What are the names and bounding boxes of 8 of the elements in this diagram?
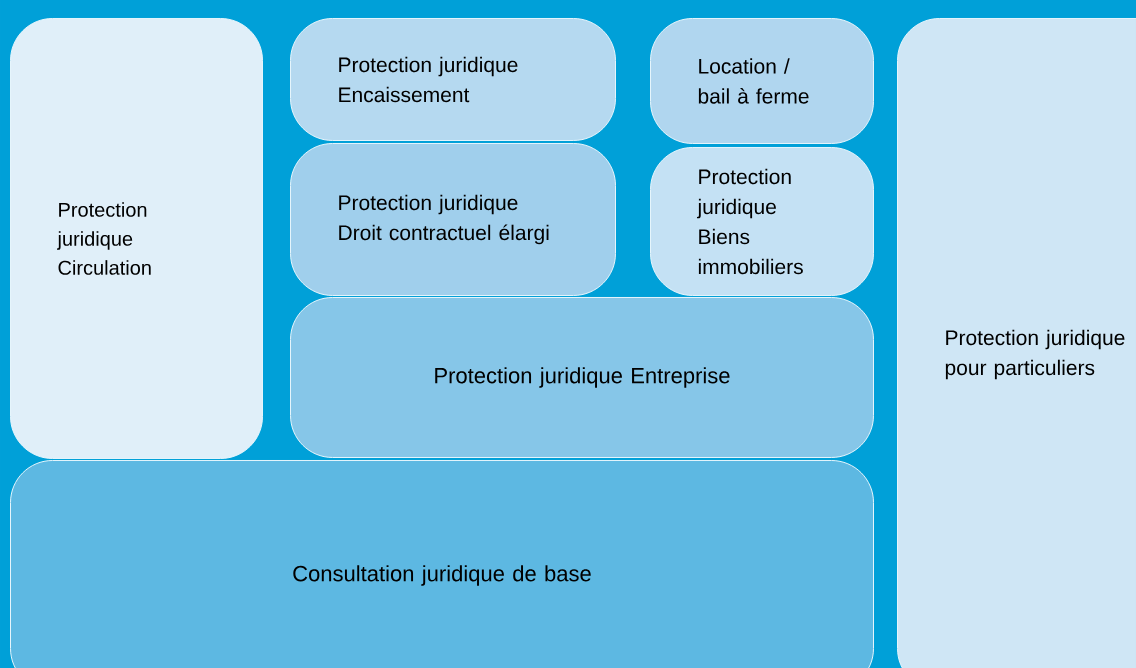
category-box: Protection juridique Droit contractuel élargi [290,143,616,296]
category-box: Consultation juridique de base [10,460,874,668]
category-box: Protection juridique Circulation [10,18,263,459]
category-box: Protection juridique Encaissement [290,18,616,141]
category-box: Location / bail à ferme [650,18,874,144]
category-box: Protection juridique Entreprise [290,297,874,458]
category-box: Protection juridique Biens immobiliers [650,147,874,296]
category-box: Protection juridique pour particuliers [897,18,1136,668]
